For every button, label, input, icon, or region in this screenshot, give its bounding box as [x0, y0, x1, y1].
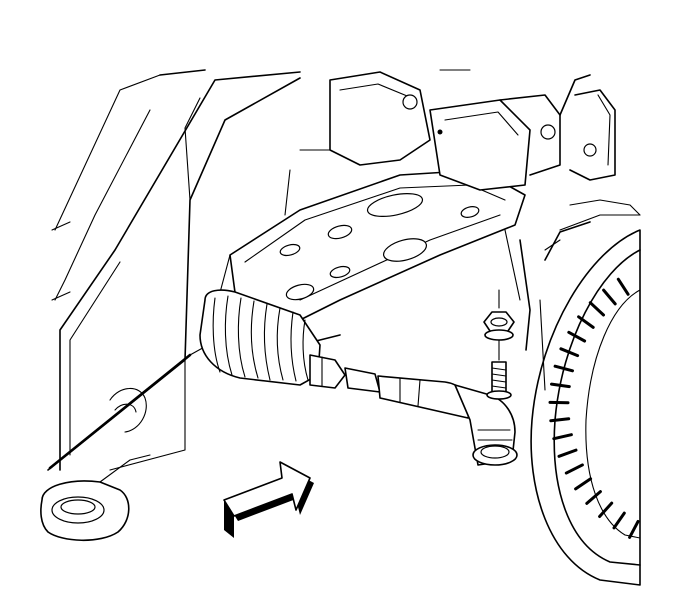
rotor-vent [616, 277, 630, 296]
steering-knuckle [504, 229, 546, 391]
rotor-vent [598, 501, 614, 518]
upper-mount-bracket [284, 69, 616, 216]
rotor-vent-group [548, 277, 640, 539]
tie-rod-end-nut [483, 289, 515, 361]
rotor-vent [549, 417, 571, 423]
rotor-vent [564, 463, 584, 475]
rotor-vent [628, 520, 640, 539]
rotor-vent [553, 364, 574, 373]
rotor-vent [612, 511, 626, 530]
lower-bracket [40, 387, 151, 542]
rotor-vent [577, 315, 595, 329]
tie-rod [309, 354, 471, 419]
tie-rod-end-stud [486, 361, 512, 400]
rotor-vent [559, 347, 580, 358]
forward-arrow-icon [223, 461, 314, 538]
rotor-vent [557, 448, 578, 458]
rotor-vent [567, 330, 587, 343]
brake-rotor [530, 199, 641, 586]
rotor-vent [552, 433, 573, 441]
rotor-vent [574, 477, 593, 491]
outer-tie-rod-end [454, 384, 518, 466]
frame-rail-panel [47, 69, 301, 471]
crossmember [217, 169, 526, 346]
rotor-vent [550, 382, 571, 389]
rotor-vent [602, 288, 617, 306]
rotor-vent [588, 301, 605, 317]
steering-gear-boot [199, 289, 321, 386]
rotor-vent [585, 490, 602, 505]
